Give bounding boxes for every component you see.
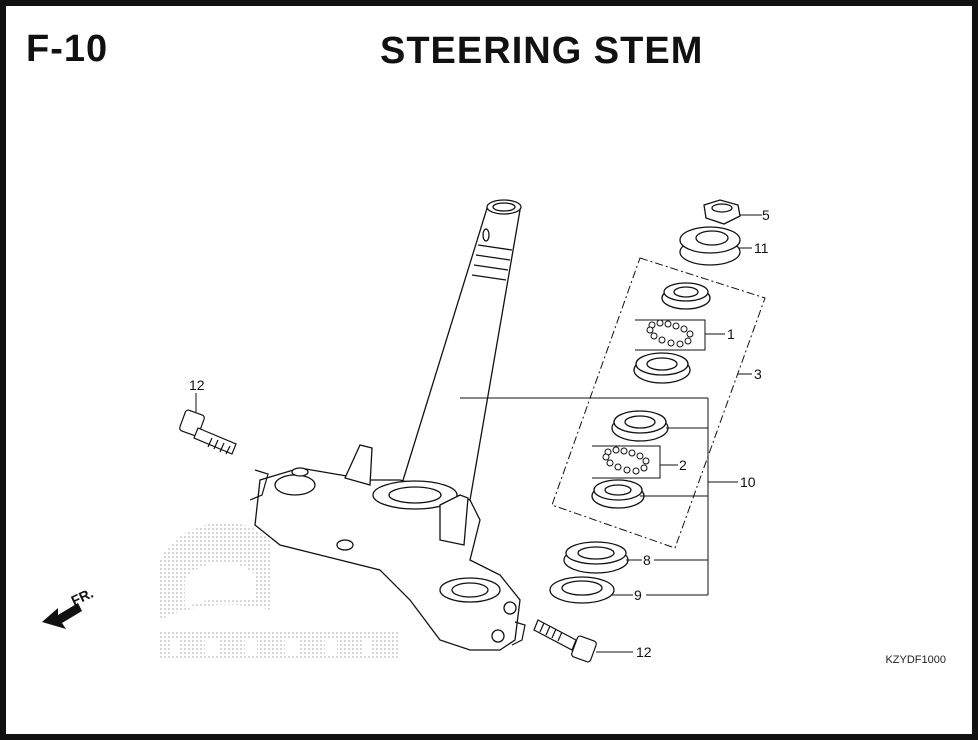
bracket-1	[635, 319, 706, 351]
callout-9: 9	[634, 587, 642, 603]
lower-cone-race	[591, 479, 645, 509]
part-reference-code: KZYDF1000	[885, 654, 946, 666]
callout-1: 1	[727, 326, 735, 342]
callout-12-top: 12	[189, 377, 205, 393]
callout-3: 3	[754, 366, 762, 382]
ball-bearing-2	[602, 446, 650, 475]
callout-5: 5	[762, 207, 770, 223]
honda-watermark	[158, 522, 398, 660]
callout-8: 8	[643, 552, 651, 568]
locknut-11	[679, 226, 741, 266]
callout-2: 2	[679, 457, 687, 473]
steering-stem-part	[254, 199, 522, 651]
washer-9	[549, 576, 615, 604]
bolt-12-bottom	[511, 619, 597, 663]
page-title: STEERING STEM	[380, 30, 704, 72]
callout-10: 10	[740, 474, 756, 490]
ball-bearing-1	[646, 319, 694, 348]
bolt-12-top	[179, 409, 269, 501]
nut-5	[703, 199, 741, 225]
callout-12-bottom: 12	[636, 644, 652, 660]
leader-lines	[195, 214, 762, 653]
callout-11: 11	[754, 240, 769, 256]
front-direction-label: FR.	[69, 585, 96, 609]
bracket-2	[592, 445, 661, 479]
upper-cone-race	[661, 282, 711, 310]
lower-outer-race	[611, 410, 669, 442]
dust-seal-8	[563, 541, 629, 574]
front-direction-arrow-icon: FR.	[42, 585, 96, 629]
figure-code: F-10	[26, 28, 109, 70]
bearing-set-boundary	[551, 257, 766, 549]
upper-outer-race	[633, 352, 691, 384]
